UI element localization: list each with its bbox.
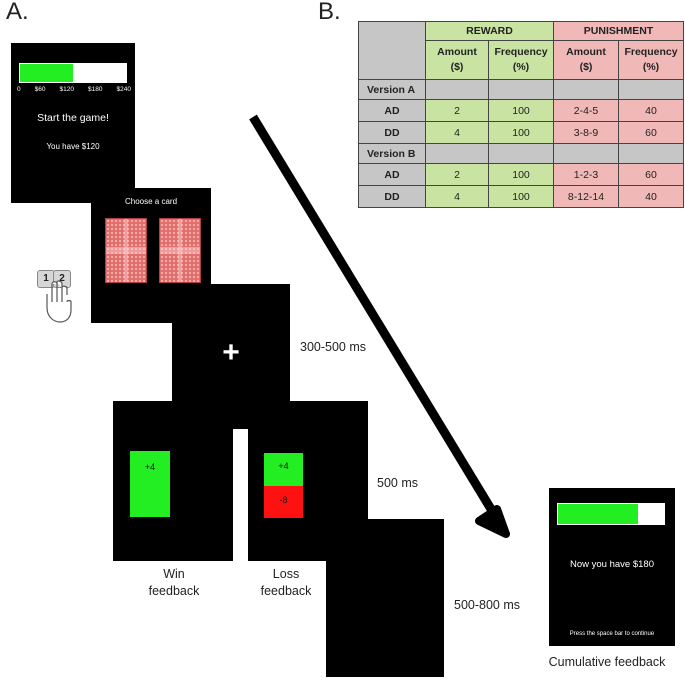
continue-instruction: Press the space bar to continue	[569, 631, 655, 637]
col-amount: Amount	[566, 46, 606, 58]
loss-feedback-label-1: Loss	[272, 567, 300, 581]
version-name: Version A	[358, 79, 426, 100]
bar-ticks-start: 0 $60 $120 $180 $240	[17, 86, 131, 93]
tick: $120	[59, 86, 74, 93]
table-row: AD 2 100 1-2-3 60	[358, 163, 684, 186]
fixation-cross: +	[222, 336, 240, 369]
tick: 0	[17, 86, 21, 93]
deck-parameters-table: REWARD PUNISHMENT Amount ($) Frequency (%)…	[358, 21, 684, 208]
win-value: +4	[144, 462, 156, 472]
panel-a-label: A.	[6, 0, 29, 25]
loss-penalty-value: -8	[279, 495, 288, 505]
loss-penalty-card: -8	[264, 486, 303, 518]
version-name: Version B	[358, 143, 426, 164]
cumulative-feedback-screen: Now you have $180 Press the space bar to…	[549, 488, 675, 646]
card-right[interactable]	[159, 218, 201, 283]
win-feedback-label-1: Win	[163, 567, 185, 581]
win-feedback-screen: +4	[113, 401, 233, 561]
progress-bar-cumulative	[557, 503, 665, 525]
panel-b-label: B.	[318, 0, 341, 25]
col-amount-unit: ($)	[579, 61, 593, 73]
col-frequency: Frequency	[494, 46, 548, 58]
card-left[interactable]	[105, 218, 147, 283]
tick: $180	[88, 86, 103, 93]
progress-fill-start	[20, 64, 73, 82]
col-amount: Amount	[437, 46, 477, 58]
col-frequency: Frequency	[624, 46, 678, 58]
col-frequency-unit: (%)	[642, 61, 660, 73]
cumulative-caption: Cumulative feedback	[548, 655, 666, 669]
punishment-header: PUNISHMENT	[553, 21, 684, 41]
progress-bar-start	[19, 63, 127, 83]
reward-header: REWARD	[425, 21, 554, 41]
col-amount-unit: ($)	[450, 61, 464, 73]
loss-gain-value: +4	[278, 461, 289, 471]
table-row: AD 2 100 2-4-5 40	[358, 99, 684, 122]
tick: $240	[116, 86, 131, 93]
loss-feedback-label-2: feedback	[260, 584, 312, 598]
start-balance: You have $120	[46, 142, 100, 151]
progress-fill-cumulative	[558, 504, 638, 524]
tick: $60	[34, 86, 46, 93]
col-frequency-unit: (%)	[512, 61, 530, 73]
feedback-duration: 500 ms	[377, 476, 418, 490]
loss-gain-card: +4	[264, 453, 303, 486]
cumulative-balance: Now you have $180	[570, 559, 654, 570]
fixation-duration: 300-500 ms	[300, 340, 367, 354]
blank-screen	[326, 519, 444, 677]
start-screen: 0 $60 $120 $180 $240 Start the game! You…	[11, 43, 135, 203]
table-row: DD 4 100 8-12-14 40	[358, 185, 684, 208]
blank-duration: 500-800 ms	[454, 598, 521, 612]
win-feedback-label-2: feedback	[148, 584, 200, 598]
table-row: DD 4 100 3-8-9 60	[358, 121, 684, 144]
win-card: +4	[130, 451, 170, 517]
start-title: Start the game!	[37, 112, 109, 124]
choose-card-screen: Choose a card	[91, 188, 211, 323]
key-1: 1	[37, 270, 55, 288]
pointing-hand-icon	[46, 280, 72, 323]
choose-prompt: Choose a card	[124, 197, 178, 206]
